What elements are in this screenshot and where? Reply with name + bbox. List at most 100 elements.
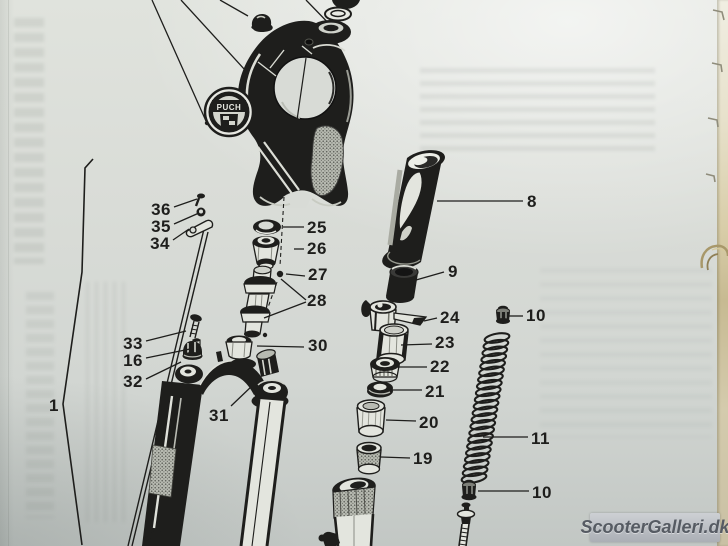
spring-coil [470,412,498,424]
part-30-lower-cone [225,335,253,360]
spring-coil [466,438,493,451]
spring-coil [482,338,510,351]
part-9-bushing [386,264,419,303]
spring-coil [467,432,494,444]
part-21-seal-ring [367,381,393,398]
part-10-nut-lower [461,479,477,501]
right-inner-tube [241,399,285,546]
watermark-badge: ScooterGalleri.dk [580,513,728,542]
leader-line-27 [285,273,306,277]
spring-coil [463,452,491,464]
part-22-cup [370,357,400,383]
bridge-clip [216,351,223,362]
top-leader-lines [151,0,339,122]
puch-badge: PUCH [203,86,255,138]
spiral-binding-wire [700,244,728,271]
spring-coil [474,385,502,398]
part-label-20: 20 [419,413,439,432]
slider-lever-fitting [322,531,340,546]
part-label-1: 1 [49,396,59,415]
spring-coil [472,398,500,411]
spring-coil [481,345,509,358]
spring-coil [468,425,496,438]
part-8-tube [382,150,445,270]
leader-line-9 [408,271,445,283]
spring-coil [464,445,492,458]
spring-coil [479,358,507,371]
spring-coil [460,472,488,484]
left-leg-bottom-fitting [147,530,166,546]
part-label-33: 33 [123,334,143,353]
part-label-30: 30 [308,336,328,355]
spring-coil [462,458,490,471]
leader-line-36 [173,198,198,208]
leader-line-35 [173,212,200,225]
part-label-23: 23 [435,333,455,352]
part-19-bushing [356,441,382,475]
leader-line-19 [379,456,411,459]
part-34-stay-bracket [185,219,214,238]
spring-coil [483,332,511,344]
spring-coil [471,405,499,418]
part-label-36: 36 [151,200,171,219]
spring-coil [461,465,489,478]
leader-line-30 [256,345,305,348]
top-washer [324,0,360,22]
part-label-25: 25 [307,218,327,237]
part-label-11: 11 [531,429,550,448]
leader-line-28 [280,278,307,301]
leader-line-33 [145,330,187,342]
spring-coil [478,365,505,378]
part-label-32: 32 [123,372,143,391]
part-label-28: 28 [307,291,327,310]
part-label-22: 22 [430,357,450,376]
part-32-cap-nut [182,341,203,360]
watermark-text: ScooterGalleri.dk [580,517,728,537]
part-label-21: 21 [425,382,445,401]
anchor-bolt [456,502,476,546]
steering-ball-lower [262,332,268,338]
leader-line-16 [145,348,191,359]
spring-coil [473,392,501,404]
leader-line-20 [385,419,417,422]
part-33-bolt [189,314,202,339]
part-36-screw [194,193,205,207]
spring-coil [480,352,508,364]
binding-marks [705,9,725,183]
part-label-26: 26 [307,239,327,258]
part-20-bushing [356,399,386,438]
part-28-steering-stem [240,265,277,338]
spring-coil [469,418,497,431]
leader-line-23 [400,343,433,346]
part-label-9: 9 [448,262,458,281]
leader-line-24 [423,317,438,322]
headlamp-opening [273,56,337,120]
part-label-8: 8 [527,192,537,211]
part-label-27: 27 [308,265,328,284]
part-label-16: 16 [123,351,143,370]
part-label-24: 24 [440,308,460,327]
stem-collar [230,358,256,370]
leader-line-28 [263,301,307,319]
part-label-31: 31 [209,406,229,425]
part-24-clamp [361,300,428,333]
part-25-bearing-ring [253,219,281,235]
part-26-adjusting-cone [252,236,280,270]
group-bracket-part-1 [62,158,94,546]
badge-text: PUCH [217,103,242,112]
part-label-19: 19 [413,449,433,468]
fork-crown-cover [238,20,354,208]
page-edge [717,0,728,546]
part-10-nut-upper [496,305,510,324]
spring-coil [475,378,503,391]
part-label-34: 34 [150,234,170,253]
leader-line-32 [145,361,182,380]
fork-assembly [142,349,289,546]
part-11-spring [460,332,511,484]
leader-line-34 [172,228,190,241]
part-23-sleeve [376,323,409,366]
part-number-labels: 3635343316321312526272830892423222120191… [49,192,551,502]
part-35-washer [196,207,206,217]
